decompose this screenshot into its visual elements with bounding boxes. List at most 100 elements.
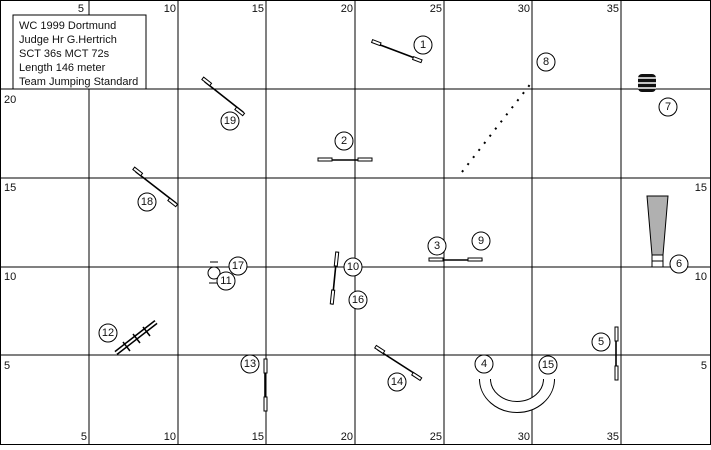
top-axis-label: 25 (430, 3, 442, 15)
wing (132, 166, 144, 177)
obstacle-number-label: 13 (244, 358, 256, 370)
obstacle-18-jump (132, 166, 179, 208)
right-axis-label: 5 (701, 360, 707, 372)
obstacle-number-6: 6 (669, 254, 689, 274)
obstacle-10-16-jump (329, 251, 340, 305)
obstacle-4-15-tunnel (479, 378, 555, 413)
wing (411, 55, 423, 64)
wing (467, 257, 483, 262)
obstacle-number-3: 3 (427, 236, 447, 256)
wing (317, 157, 333, 162)
obstacle-8-weave (461, 81, 533, 173)
obstacle-number-17: 17 (228, 256, 248, 276)
bottom-axis-label: 20 (341, 431, 353, 443)
obstacle-number-label: 19 (224, 115, 236, 127)
top-axis-labels: 5 10 15 20 25 30 35 (78, 3, 619, 15)
left-axis-label: 5 (4, 360, 10, 372)
info-class: Team Jumping Standard (19, 76, 138, 88)
obstacle-number-10: 10 (343, 257, 363, 277)
weave-poles (461, 81, 533, 173)
obstacle-number-label: 4 (481, 358, 487, 370)
obstacle-number-label: 2 (341, 135, 347, 147)
wing (263, 358, 268, 374)
obstacle-number-1: 1 (413, 35, 433, 55)
left-axis-label: 10 (4, 271, 16, 283)
obstacle-number-label: 12 (102, 327, 114, 339)
obstacle-number-label: 11 (220, 275, 231, 287)
obstacle-number-label: 6 (676, 258, 682, 270)
bottom-axis-label: 25 (430, 431, 442, 443)
tunnel-body (480, 378, 554, 412)
obstacle-numbers: 1 2 3 4 5 6 7 8 9 10 11 12 13 14 15 16 1… (98, 35, 689, 392)
obstacle-3-9-jump (428, 257, 483, 262)
obstacle-number-14: 14 (387, 372, 407, 392)
wing (201, 76, 213, 87)
top-axis-label: 30 (518, 3, 530, 15)
bottom-axis-label: 10 (164, 431, 176, 443)
obstacle-number-7: 7 (658, 97, 678, 117)
obstacle-number-label: 15 (542, 359, 554, 371)
obstacle-number-16: 16 (348, 290, 368, 310)
obstacle-number-label: 9 (478, 235, 484, 247)
obstacle-number-label: 8 (543, 56, 549, 68)
obstacle-number-18: 18 (137, 192, 157, 212)
obstacle-number-15: 15 (538, 355, 558, 375)
obstacle-13-jump (263, 358, 268, 412)
obstacle-14-jump (374, 344, 423, 382)
wall-rib (142, 326, 151, 337)
obstacle-number-8: 8 (536, 52, 556, 72)
right-axis-label: 15 (695, 182, 707, 194)
obstacle-number-11: 11 (216, 271, 236, 291)
left-axis-labels: 20 15 10 5 (4, 94, 16, 372)
right-axis-label: 10 (695, 271, 707, 283)
obstacle-1-jump (370, 38, 423, 64)
info-box-frame (12, 14, 147, 90)
obstacle-5-jump (614, 326, 619, 381)
obstacle-number-19: 19 (220, 111, 240, 131)
obstacle-12-wall (114, 320, 158, 355)
bottom-axis-label: 30 (518, 431, 530, 443)
jump-bar (374, 42, 421, 61)
right-axis-labels: 15 10 5 (695, 182, 707, 372)
top-axis-label: 5 (78, 3, 84, 15)
obstacle-number-label: 10 (347, 261, 359, 273)
table-top (207, 266, 221, 280)
wing (370, 38, 382, 47)
obstacle-number-label: 17 (232, 260, 244, 272)
wall-rib (132, 333, 141, 344)
wing (411, 371, 423, 382)
top-axis-label: 15 (252, 3, 264, 15)
info-event: WC 1999 Dortmund (19, 20, 116, 32)
wing (374, 344, 386, 355)
obstacle-number-13: 13 (240, 354, 260, 374)
course-info-box: WC 1999 Dortmund Judge Hr G.Hertrich SCT… (12, 14, 147, 90)
left-axis-label: 15 (4, 182, 16, 194)
obstacle-number-12: 12 (98, 323, 118, 343)
wing (234, 106, 246, 117)
wall-rib (122, 341, 131, 352)
wing (428, 257, 444, 262)
obstacle-7-tire (638, 74, 656, 92)
wing (329, 289, 336, 305)
obstacle-number-label: 3 (434, 240, 440, 252)
obstacle-2-jump (317, 157, 373, 162)
obstacle-number-label: 5 (598, 336, 604, 348)
obstacle-number-5: 5 (591, 332, 611, 352)
obstacle-number-9: 9 (471, 231, 491, 251)
top-axis-label: 20 (341, 3, 353, 15)
bottom-axis-labels: 5 10 15 20 25 30 35 (81, 431, 619, 443)
wing (167, 197, 179, 208)
info-judge: Judge Hr G.Hertrich (19, 34, 117, 46)
obstacle-number-label: 7 (665, 101, 671, 113)
obstacle-number-2: 2 (334, 131, 354, 151)
obstacle-number-4: 4 (474, 354, 494, 374)
wing (333, 251, 340, 267)
obstacle-19-jump (201, 76, 246, 117)
obstacle-number-label: 14 (391, 376, 403, 388)
bottom-axis-label: 15 (252, 431, 264, 443)
bottom-axis-label: 35 (607, 431, 619, 443)
obstacle-6-chute (646, 195, 669, 268)
obstacle-number-label: 16 (352, 294, 364, 306)
wing (357, 157, 373, 162)
